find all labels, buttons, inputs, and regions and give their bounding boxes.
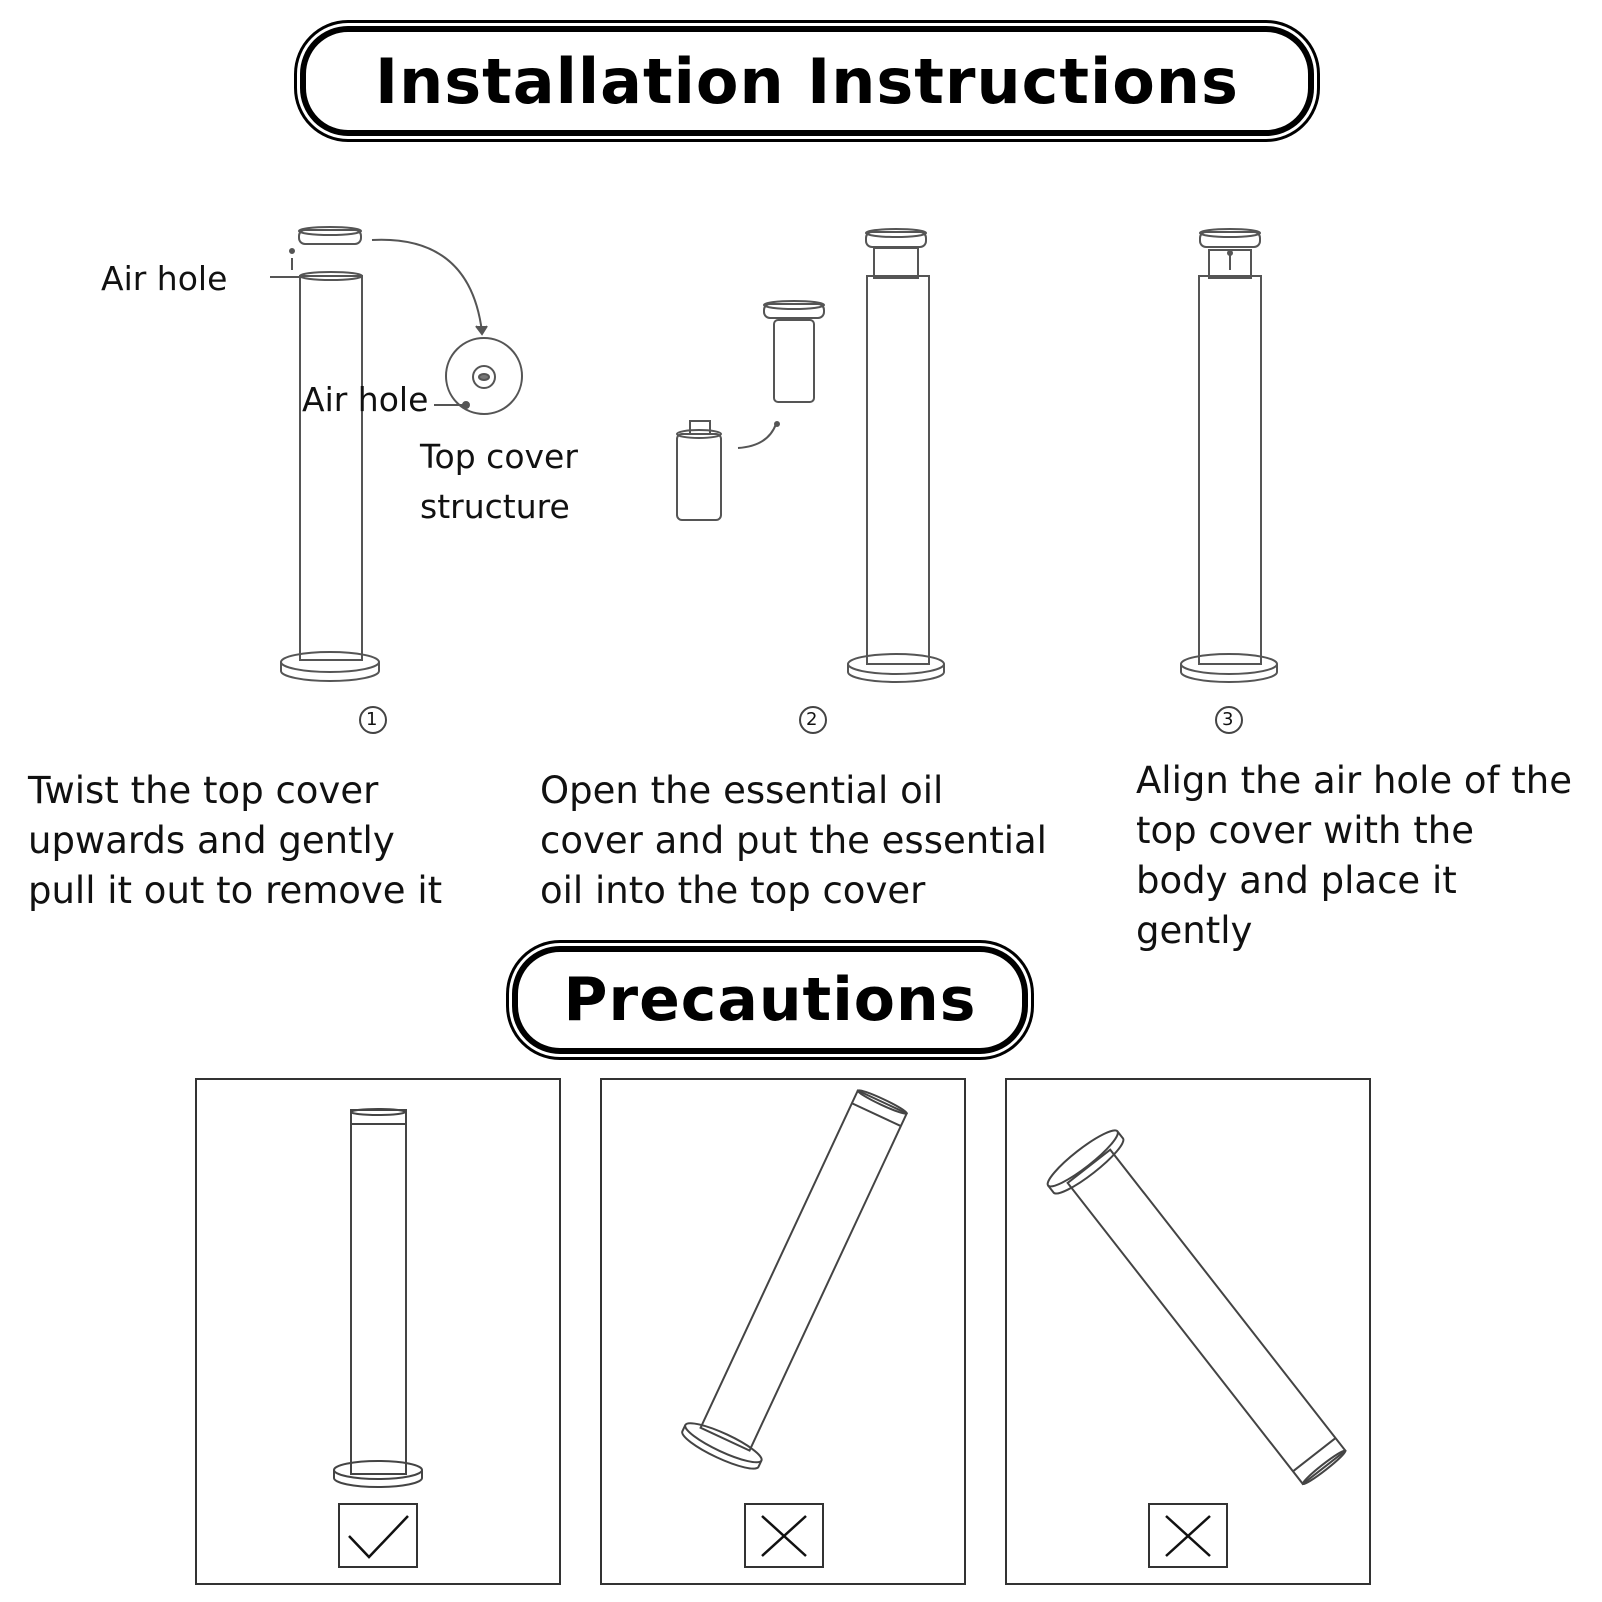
installation-title-badge: Installation Instructions <box>300 26 1314 136</box>
air-hole-label: Air hole <box>302 380 429 419</box>
step3-line: Align the air hole of the <box>1136 759 1573 802</box>
step-number-1: 1 <box>366 709 378 730</box>
precaution-panel-tilted-left <box>1005 1078 1371 1585</box>
step-number-2: 2 <box>806 709 818 730</box>
step1-description: Twist the top cover upwards and gently p… <box>28 766 442 916</box>
step3-line: body and place it <box>1136 859 1457 902</box>
precaution-panel-tilted-right <box>600 1078 966 1585</box>
check-icon <box>348 1515 409 1559</box>
installation-title: Installation Instructions <box>375 44 1239 118</box>
step1-line: upwards and gently <box>28 819 395 862</box>
step3-diffuser-illustration <box>1180 228 1278 683</box>
step2-description: Open the essential oil cover and put the… <box>540 766 1047 916</box>
step2-line: oil into the top cover <box>540 869 926 912</box>
step3-line: gently <box>1136 909 1253 952</box>
precautions-title-badge: Precautions <box>512 946 1028 1054</box>
air-hole-label: Air hole <box>101 259 228 298</box>
cross-icon <box>761 1515 807 1557</box>
precautions-title: Precautions <box>563 965 977 1035</box>
cross-icon <box>1165 1515 1211 1557</box>
top-cover-label: Top cover <box>420 437 578 476</box>
step1-line: Twist the top cover <box>28 769 379 812</box>
step1-diffuser-illustration <box>270 226 380 682</box>
step-number-3: 3 <box>1222 709 1234 730</box>
precaution-panel-upright <box>195 1078 561 1585</box>
top-cover-structure-icon <box>371 238 523 415</box>
step3-description: Align the air hole of the top cover with… <box>1136 756 1572 956</box>
step2-line: cover and put the essential <box>540 819 1047 862</box>
step3-line: top cover with the <box>1136 809 1474 852</box>
step1-line: pull it out to remove it <box>28 869 443 912</box>
top-cover-label: structure <box>420 487 570 526</box>
step-number-badges <box>359 706 1243 734</box>
step2-diffuser-illustration <box>676 228 945 683</box>
step2-line: Open the essential oil <box>540 769 944 812</box>
